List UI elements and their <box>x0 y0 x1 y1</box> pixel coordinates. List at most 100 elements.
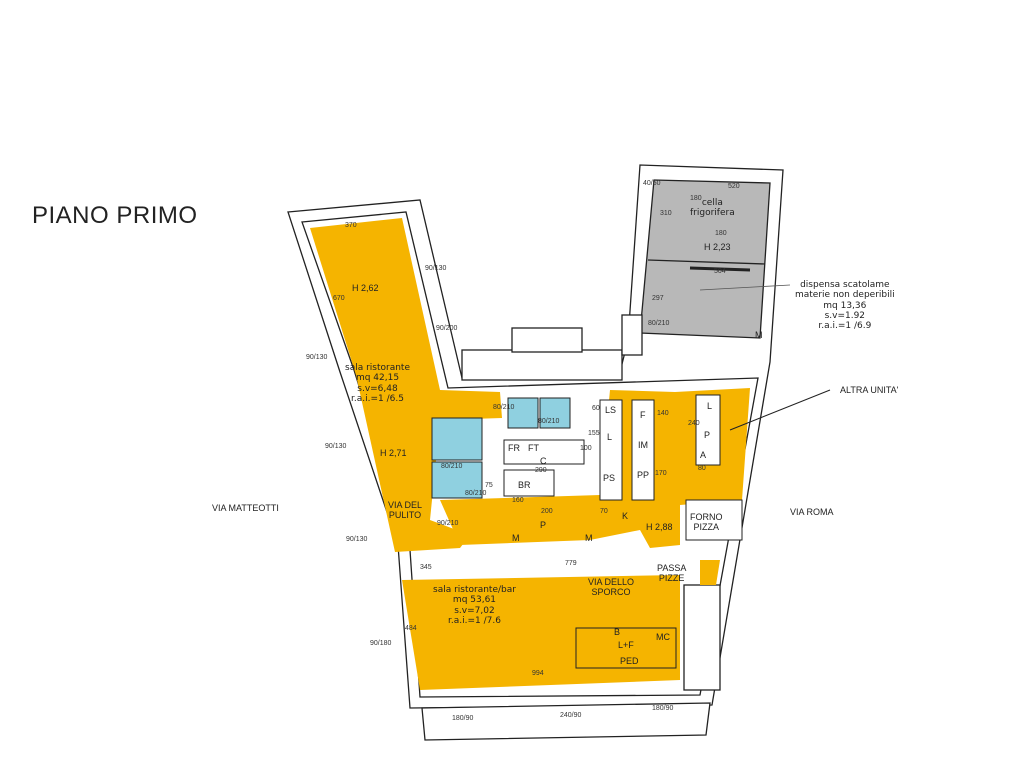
equipment-label: IM <box>638 440 648 450</box>
label: PIZZA <box>693 522 719 533</box>
dimension: 180 <box>715 230 727 237</box>
dimension: 180/90 <box>452 715 474 722</box>
dimension: 180/90 <box>652 705 674 712</box>
room-name: sala ristorante/bar <box>433 585 516 595</box>
dimension: 90/130 <box>325 443 347 450</box>
kitchen-fill <box>440 388 750 548</box>
page-title: PIANO PRIMO <box>32 202 198 229</box>
room-rai: r.a.i.=1 /6.5 <box>351 394 404 405</box>
label: PULITO <box>388 510 422 521</box>
sala2-label: sala ristorante/bar mq 53,61 s.v=7,02 r.… <box>433 585 516 626</box>
dimension: 370 <box>345 222 357 229</box>
dimension: 80/210 <box>538 418 560 425</box>
room-sv: s.v=6,48 <box>357 383 398 394</box>
equipment-label: MC <box>656 632 670 642</box>
dimension: 90/210 <box>437 520 459 527</box>
dimension: 290 <box>535 467 547 474</box>
dimension: 779 <box>565 560 577 567</box>
height-label: H 2,71 <box>380 448 407 458</box>
label: VIA DELLO <box>588 577 635 587</box>
dimension: 994 <box>532 670 544 677</box>
dimension: 90/130 <box>306 354 328 361</box>
equipment-label: M <box>512 533 520 543</box>
equipment-label: P <box>704 430 711 440</box>
dimension: 100 <box>580 445 592 452</box>
dimension: 90/200 <box>436 325 458 332</box>
dimension: 80/210 <box>493 404 515 411</box>
room-sv: s.v=7,02 <box>454 605 495 616</box>
bathroom <box>431 417 483 461</box>
dimension: 70 <box>600 508 608 515</box>
equipment-label: L+F <box>618 640 634 650</box>
dimension: 40/50 <box>643 180 661 187</box>
dimension: 180 <box>690 195 702 202</box>
dimension: 80/210 <box>465 490 487 497</box>
dimension: 80/210 <box>441 463 463 470</box>
label: PASSA <box>657 563 687 573</box>
dimension: 90/130 <box>346 536 368 543</box>
dimension: 297 <box>652 295 664 302</box>
equipment-label: M <box>755 330 763 340</box>
dimension: 80 <box>698 465 706 472</box>
dimension: 345 <box>420 564 432 571</box>
equipment-label: BR <box>518 480 531 490</box>
room-name: cella <box>701 198 723 208</box>
label: PIZZE <box>658 573 685 584</box>
dimension: 240/90 <box>560 712 582 719</box>
room-name: sala ristorante <box>345 363 410 373</box>
dimension: 670 <box>333 295 345 302</box>
sala1-label: sala ristorante mq 42,15 s.v=6,48 r.a.i.… <box>345 363 410 404</box>
room-area: mq 42,15 <box>355 373 400 384</box>
street-right: VIA ROMA <box>790 507 834 517</box>
room-rai: r.a.i.=1 /7.6 <box>448 616 501 627</box>
room-area: mq 53,61 <box>452 595 497 606</box>
equipment-label: B <box>614 627 621 637</box>
dimension: 240 <box>688 420 700 427</box>
dimension: 90/130 <box>425 265 447 272</box>
dimension: 160 <box>512 497 524 504</box>
room-name: materie non deperibili <box>795 290 895 301</box>
dimension: 140 <box>657 410 669 417</box>
bathroom <box>539 397 571 429</box>
sala1-fill <box>310 218 502 552</box>
equipment-label: PS <box>603 473 616 483</box>
dispensa-label: dispensa scatolame materie non deperibil… <box>795 280 895 332</box>
equipment-label: P <box>540 520 547 530</box>
height-label: H 2,88 <box>646 522 673 532</box>
equipment-label: L <box>707 401 713 411</box>
dimension: 504 <box>714 268 726 275</box>
bathroom <box>507 397 539 429</box>
equipment-label: L <box>607 432 613 442</box>
equipment-label: M <box>585 533 593 543</box>
equipment-label: C <box>540 456 547 466</box>
dimension: 75 <box>485 482 493 489</box>
dimension: 520 <box>728 183 740 190</box>
room-rai: r.a.i.=1 /6.9 <box>818 321 872 332</box>
equipment-label: FT <box>528 443 539 453</box>
label: SPORCO <box>591 587 631 598</box>
dimension: 484 <box>405 625 417 632</box>
room-name: dispensa scatolame <box>800 280 890 290</box>
equipment-label: PP <box>637 470 650 480</box>
label: FORNO <box>690 512 723 522</box>
equipment-label: PED <box>620 656 639 666</box>
equipment-label: A <box>700 450 707 460</box>
dimension: 80/210 <box>648 320 670 327</box>
dimension: 60 <box>592 405 600 412</box>
altra-unita-label: ALTRA UNITA' <box>840 385 899 395</box>
dimension: 90/180 <box>370 640 392 647</box>
cella-label: cella frigorifera <box>690 198 735 219</box>
equipment-label: LS <box>605 405 617 415</box>
street-left: VIA MATTEOTTI <box>212 503 279 513</box>
equipment-label: F <box>640 410 646 420</box>
equipment-label: FR <box>508 443 520 453</box>
cella-room <box>639 179 771 339</box>
label: VIA DEL <box>388 500 423 510</box>
room-area: mq 13,36 <box>823 300 867 311</box>
dimension: 310 <box>660 210 672 217</box>
